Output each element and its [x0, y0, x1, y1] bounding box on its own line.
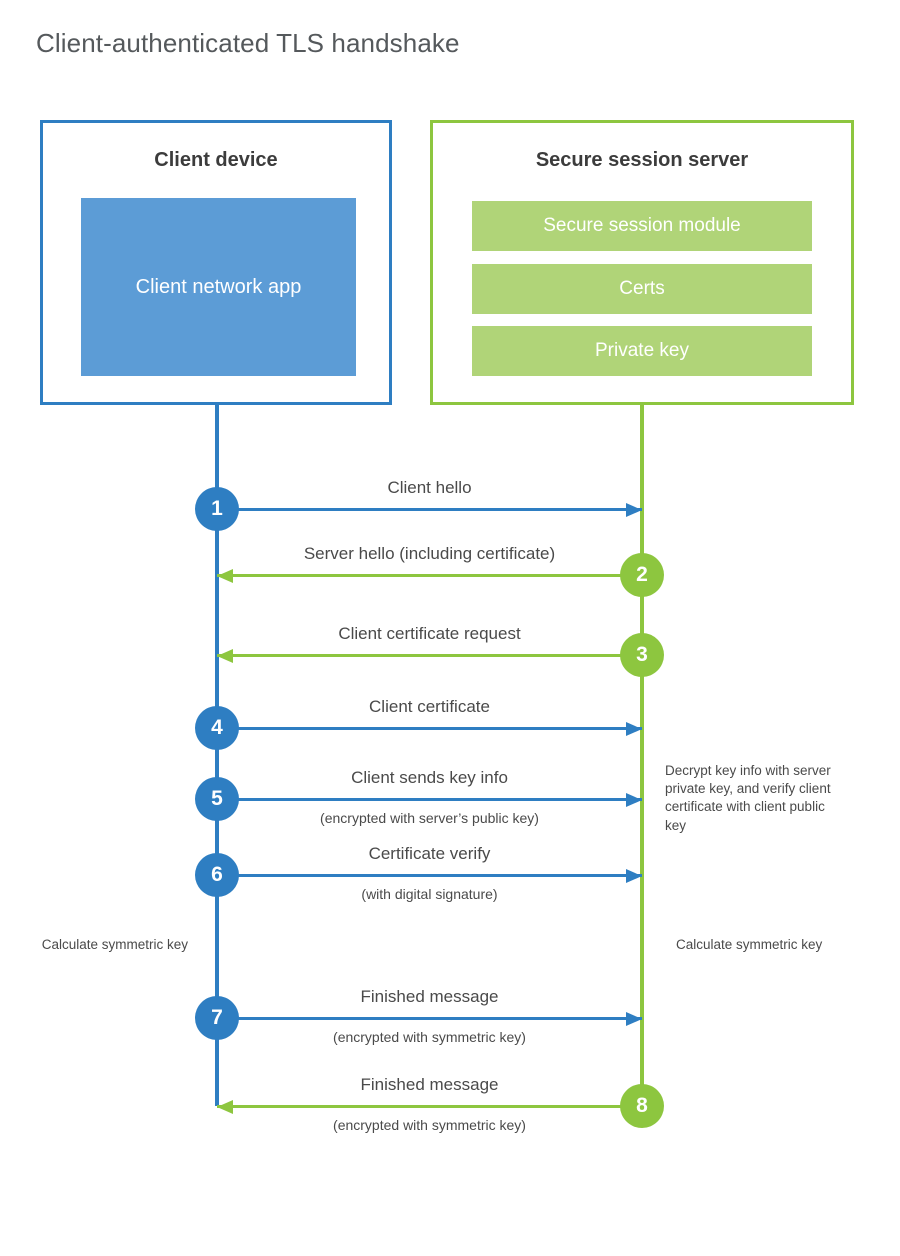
- arrowhead-left-3: [217, 649, 233, 663]
- message-line-8: [217, 1105, 642, 1108]
- arrowhead-right-1: [626, 503, 642, 517]
- message-line-1: [217, 508, 642, 511]
- step-circle-8[interactable]: 8: [620, 1084, 664, 1128]
- step-circle-7[interactable]: 7: [195, 996, 239, 1040]
- message-label-2: Server hello (including certificate): [303, 544, 556, 563]
- client-device-box: Client device Client network app: [40, 120, 392, 405]
- message-line-3: [217, 654, 642, 657]
- server-module-secure-session-module: Secure session module: [472, 201, 812, 251]
- message-line-6: [217, 874, 642, 877]
- message-line-4: [217, 727, 642, 730]
- secure-session-server-box: Secure session server Secure session mod…: [430, 120, 854, 405]
- message-line-5: [217, 798, 642, 801]
- step-circle-5[interactable]: 5: [195, 777, 239, 821]
- server-module-certs: Certs: [472, 264, 812, 314]
- note-calculate-symmetric-key-client: Calculate symmetric key: [41, 937, 188, 952]
- message-label-8: Finished message: [360, 1075, 499, 1094]
- page-title: Client-authenticated TLS handshake: [36, 28, 460, 58]
- client-device-title: Client device: [154, 149, 278, 171]
- arrowhead-right-7: [626, 1012, 642, 1026]
- message-sublabel-5: (encrypted with server’s public key): [320, 810, 539, 826]
- note-calculate-symmetric-key-server: Calculate symmetric key: [676, 937, 823, 952]
- message-line-2: [217, 574, 642, 577]
- message-label-6: Certificate verify: [368, 844, 491, 863]
- arrowhead-left-2: [217, 569, 233, 583]
- message-sublabel-8: (encrypted with symmetric key): [333, 1117, 526, 1133]
- message-sublabel-6: (with digital signature): [361, 886, 498, 902]
- arrowhead-right-4: [626, 722, 642, 736]
- message-label-4: Client certificate: [369, 697, 490, 716]
- arrowhead-right-5: [626, 793, 642, 807]
- message-label-3: Client certificate request: [338, 624, 521, 643]
- arrowhead-right-6: [626, 869, 642, 883]
- step-circle-2[interactable]: 2: [620, 553, 664, 597]
- step-circle-3[interactable]: 3: [620, 633, 664, 677]
- message-label-5: Client sends key info: [351, 768, 508, 787]
- message-label-7: Finished message: [360, 987, 499, 1006]
- message-sublabel-7: (encrypted with symmetric key): [333, 1029, 526, 1045]
- step-circle-6[interactable]: 6: [195, 853, 239, 897]
- server-module-private-key: Private key: [472, 326, 812, 376]
- server-lifeline: [640, 403, 644, 1105]
- client-lifeline: [215, 403, 219, 1106]
- arrowhead-left-8: [217, 1100, 233, 1114]
- note-decrypt-key-info: Decrypt key info with server private key…: [665, 763, 831, 833]
- secure-session-server-title: Secure session server: [535, 149, 749, 171]
- message-line-7: [217, 1017, 642, 1020]
- client-network-app-box: Client network app: [81, 198, 356, 376]
- message-label-1: Client hello: [387, 478, 472, 497]
- step-circle-1[interactable]: 1: [195, 487, 239, 531]
- step-circle-4[interactable]: 4: [195, 706, 239, 750]
